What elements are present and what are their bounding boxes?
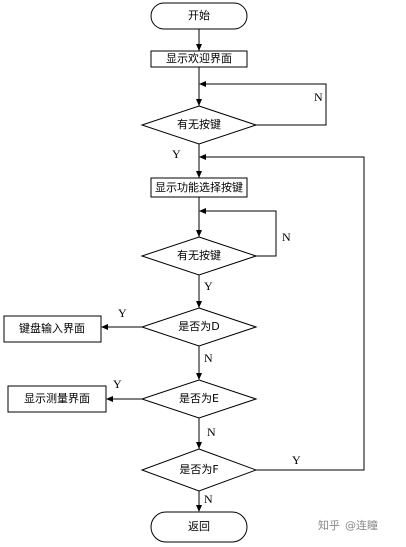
node-is-d: 是否为D [140, 307, 258, 347]
node-is-d-label: 是否为D [178, 320, 219, 333]
node-welcome-label: 显示欢迎界面 [166, 51, 232, 65]
node-keyboard-input: 键盘输入界面 [3, 315, 102, 343]
node-show-measure: 显示测量界面 [7, 385, 107, 413]
edge-label-n1: N [314, 90, 323, 104]
node-show-function-label: 显示功能选择按键 [155, 180, 243, 194]
arrowhead-down-icon [196, 99, 202, 106]
arrowhead-down-icon [196, 373, 202, 380]
edge-label-n2: N [282, 230, 291, 244]
node-keyboard-input-label: 键盘输入界面 [19, 321, 85, 335]
node-is-e-label: 是否为E [179, 392, 219, 405]
arrowhead-down-icon [196, 301, 202, 308]
arrowhead-left-icon [199, 81, 206, 87]
arrowhead-down-icon [196, 505, 202, 512]
edge-check1-no-loop [203, 83, 327, 126]
edge-check2-no-loop [203, 210, 277, 257]
node-check-key-1: 有无按键 [140, 105, 258, 145]
arrowhead-left-icon [199, 208, 206, 214]
edge-labels: N Y N Y Y N Y N Y N [113, 90, 323, 506]
arrowhead-down-icon [196, 44, 202, 51]
edge-isf-yes-loop [203, 156, 365, 471]
node-is-f-label: 是否为F [179, 463, 218, 476]
arrowheads [101, 44, 206, 512]
node-is-e: 是否为E [140, 379, 258, 419]
edge-label-n-d: N [204, 351, 213, 365]
arrowhead-down-icon [196, 171, 202, 178]
arrowhead-left-icon [199, 154, 206, 160]
node-is-f: 是否为F [140, 448, 258, 492]
edge-label-n-e: N [207, 425, 216, 439]
arrowhead-down-icon [196, 442, 202, 449]
node-check-key-2: 有无按键 [140, 236, 258, 276]
edge-label-n-f: N [204, 492, 213, 506]
edge-label-y-f: Y [292, 453, 301, 467]
edge-label-y1: Y [172, 147, 181, 161]
edge-label-y2: Y [204, 279, 213, 293]
node-return-label: 返回 [188, 520, 210, 533]
node-show-measure-label: 显示测量界面 [24, 392, 90, 405]
node-show-function: 显示功能选择按键 [150, 177, 248, 198]
edge-label-y-d: Y [118, 306, 127, 320]
node-welcome: 显示欢迎界面 [150, 50, 248, 68]
arrowhead-down-icon [196, 230, 202, 237]
node-check-key-2-label: 有无按键 [177, 248, 221, 262]
watermark-site: 知乎 [318, 518, 340, 532]
node-check-key-1-label: 有无按键 [177, 117, 221, 131]
watermark-author: @连瞳 [345, 518, 378, 532]
watermark: 知乎 @连瞳 [318, 518, 378, 532]
arrowhead-left-icon [101, 324, 108, 330]
connectors [106, 29, 365, 511]
node-return: 返回 [150, 511, 248, 543]
node-start-label: 开始 [188, 8, 210, 22]
edge-label-y-e: Y [113, 377, 122, 391]
arrowhead-left-icon [106, 396, 113, 402]
node-start: 开始 [150, 2, 248, 30]
